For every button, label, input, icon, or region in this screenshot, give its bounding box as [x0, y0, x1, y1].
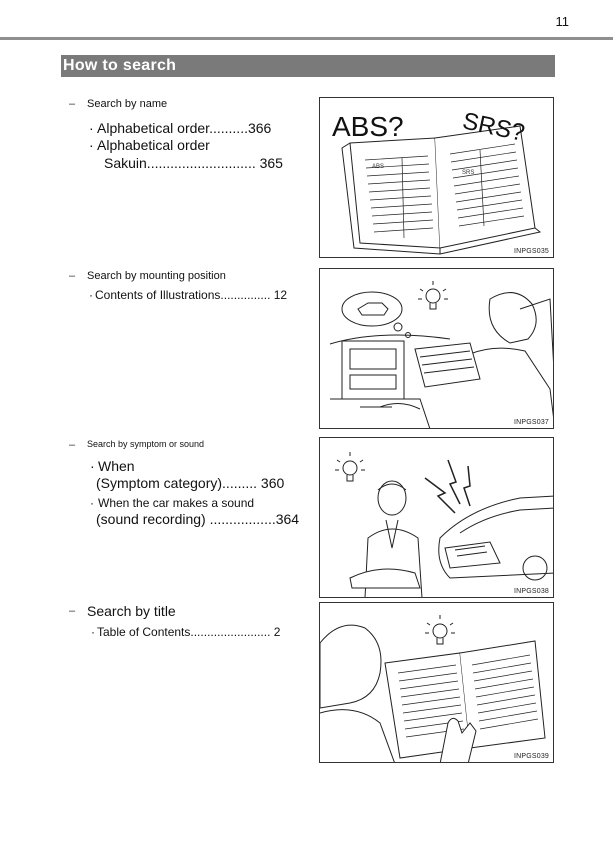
line-text: When the car makes a sound: [98, 496, 255, 510]
bullet-mark: ·: [89, 137, 94, 153]
dashboard-illustration: [329, 281, 553, 428]
index-line[interactable]: (sound recording) .................364: [96, 511, 299, 527]
index-line[interactable]: Sakuin............................ 365: [104, 155, 283, 171]
reading-illustration: [320, 615, 546, 762]
line-text: Contents of Illustrations...............…: [95, 288, 288, 302]
figure-code: INPGS039: [513, 753, 549, 760]
dash-marker: –: [69, 439, 76, 451]
header-rule: [0, 37, 613, 40]
index-line[interactable]: ·Alphabetical order..........366: [89, 120, 271, 136]
page-number: 11: [555, 14, 570, 29]
index-line[interactable]: ·Table of Contents......................…: [91, 625, 280, 639]
abs-question-label: ABS?: [332, 111, 404, 142]
book-illustration: ABS? SRS? ABS SRS: [332, 108, 542, 255]
bullet-mark: ·: [89, 120, 94, 136]
illustration-reading-toc: INPGS039: [319, 602, 554, 763]
illustration-dashboard-driver: INPGS037: [319, 268, 554, 429]
entry-heading: Search by symptom or sound: [87, 439, 205, 449]
line-text: (Symptom category)......... 360: [96, 475, 285, 491]
illustration-book-question: ABS? SRS? ABS SRS INPGS035: [319, 97, 554, 258]
index-line[interactable]: ·Alphabetical order: [89, 137, 210, 153]
index-line[interactable]: (Symptom category)......... 360: [96, 475, 284, 491]
srs-mini-label: SRS: [462, 170, 474, 176]
entry-heading: Search by mounting position: [87, 270, 226, 282]
section-title: How to search: [61, 55, 555, 77]
entry-heading: Search by title: [87, 603, 176, 619]
line-text: When: [98, 458, 135, 474]
bullet-mark: ·: [91, 625, 95, 639]
bullet-mark: ·: [90, 496, 94, 510]
figure-code: INPGS035: [513, 248, 549, 255]
figure-code: INPGS037: [513, 419, 549, 426]
dash-marker: –: [69, 98, 76, 110]
index-line[interactable]: · When the car makes a sound: [90, 496, 254, 510]
line-text: Alphabetical order..........366: [97, 120, 272, 136]
line-text: Table of Contents.......................…: [97, 625, 281, 639]
bullet-mark: ·: [89, 288, 93, 302]
index-line[interactable]: ·Contents of Illustrations..............…: [89, 288, 287, 302]
line-text: Sakuin............................ 365: [104, 155, 283, 171]
line-text: (sound recording) .................364: [96, 511, 300, 527]
entry-heading: Search by name: [87, 98, 168, 110]
bullet-mark: ·: [90, 458, 95, 474]
dash-marker: –: [69, 605, 76, 617]
dash-marker: –: [69, 270, 76, 282]
abs-mini-label: ABS: [372, 164, 384, 170]
line-text: Alphabetical order: [97, 137, 210, 153]
figure-code: INPGS038: [513, 588, 549, 595]
car-sound-illustration: [335, 452, 553, 597]
illustration-car-sound: INPGS038: [319, 437, 554, 598]
index-line[interactable]: ·When: [90, 458, 135, 474]
